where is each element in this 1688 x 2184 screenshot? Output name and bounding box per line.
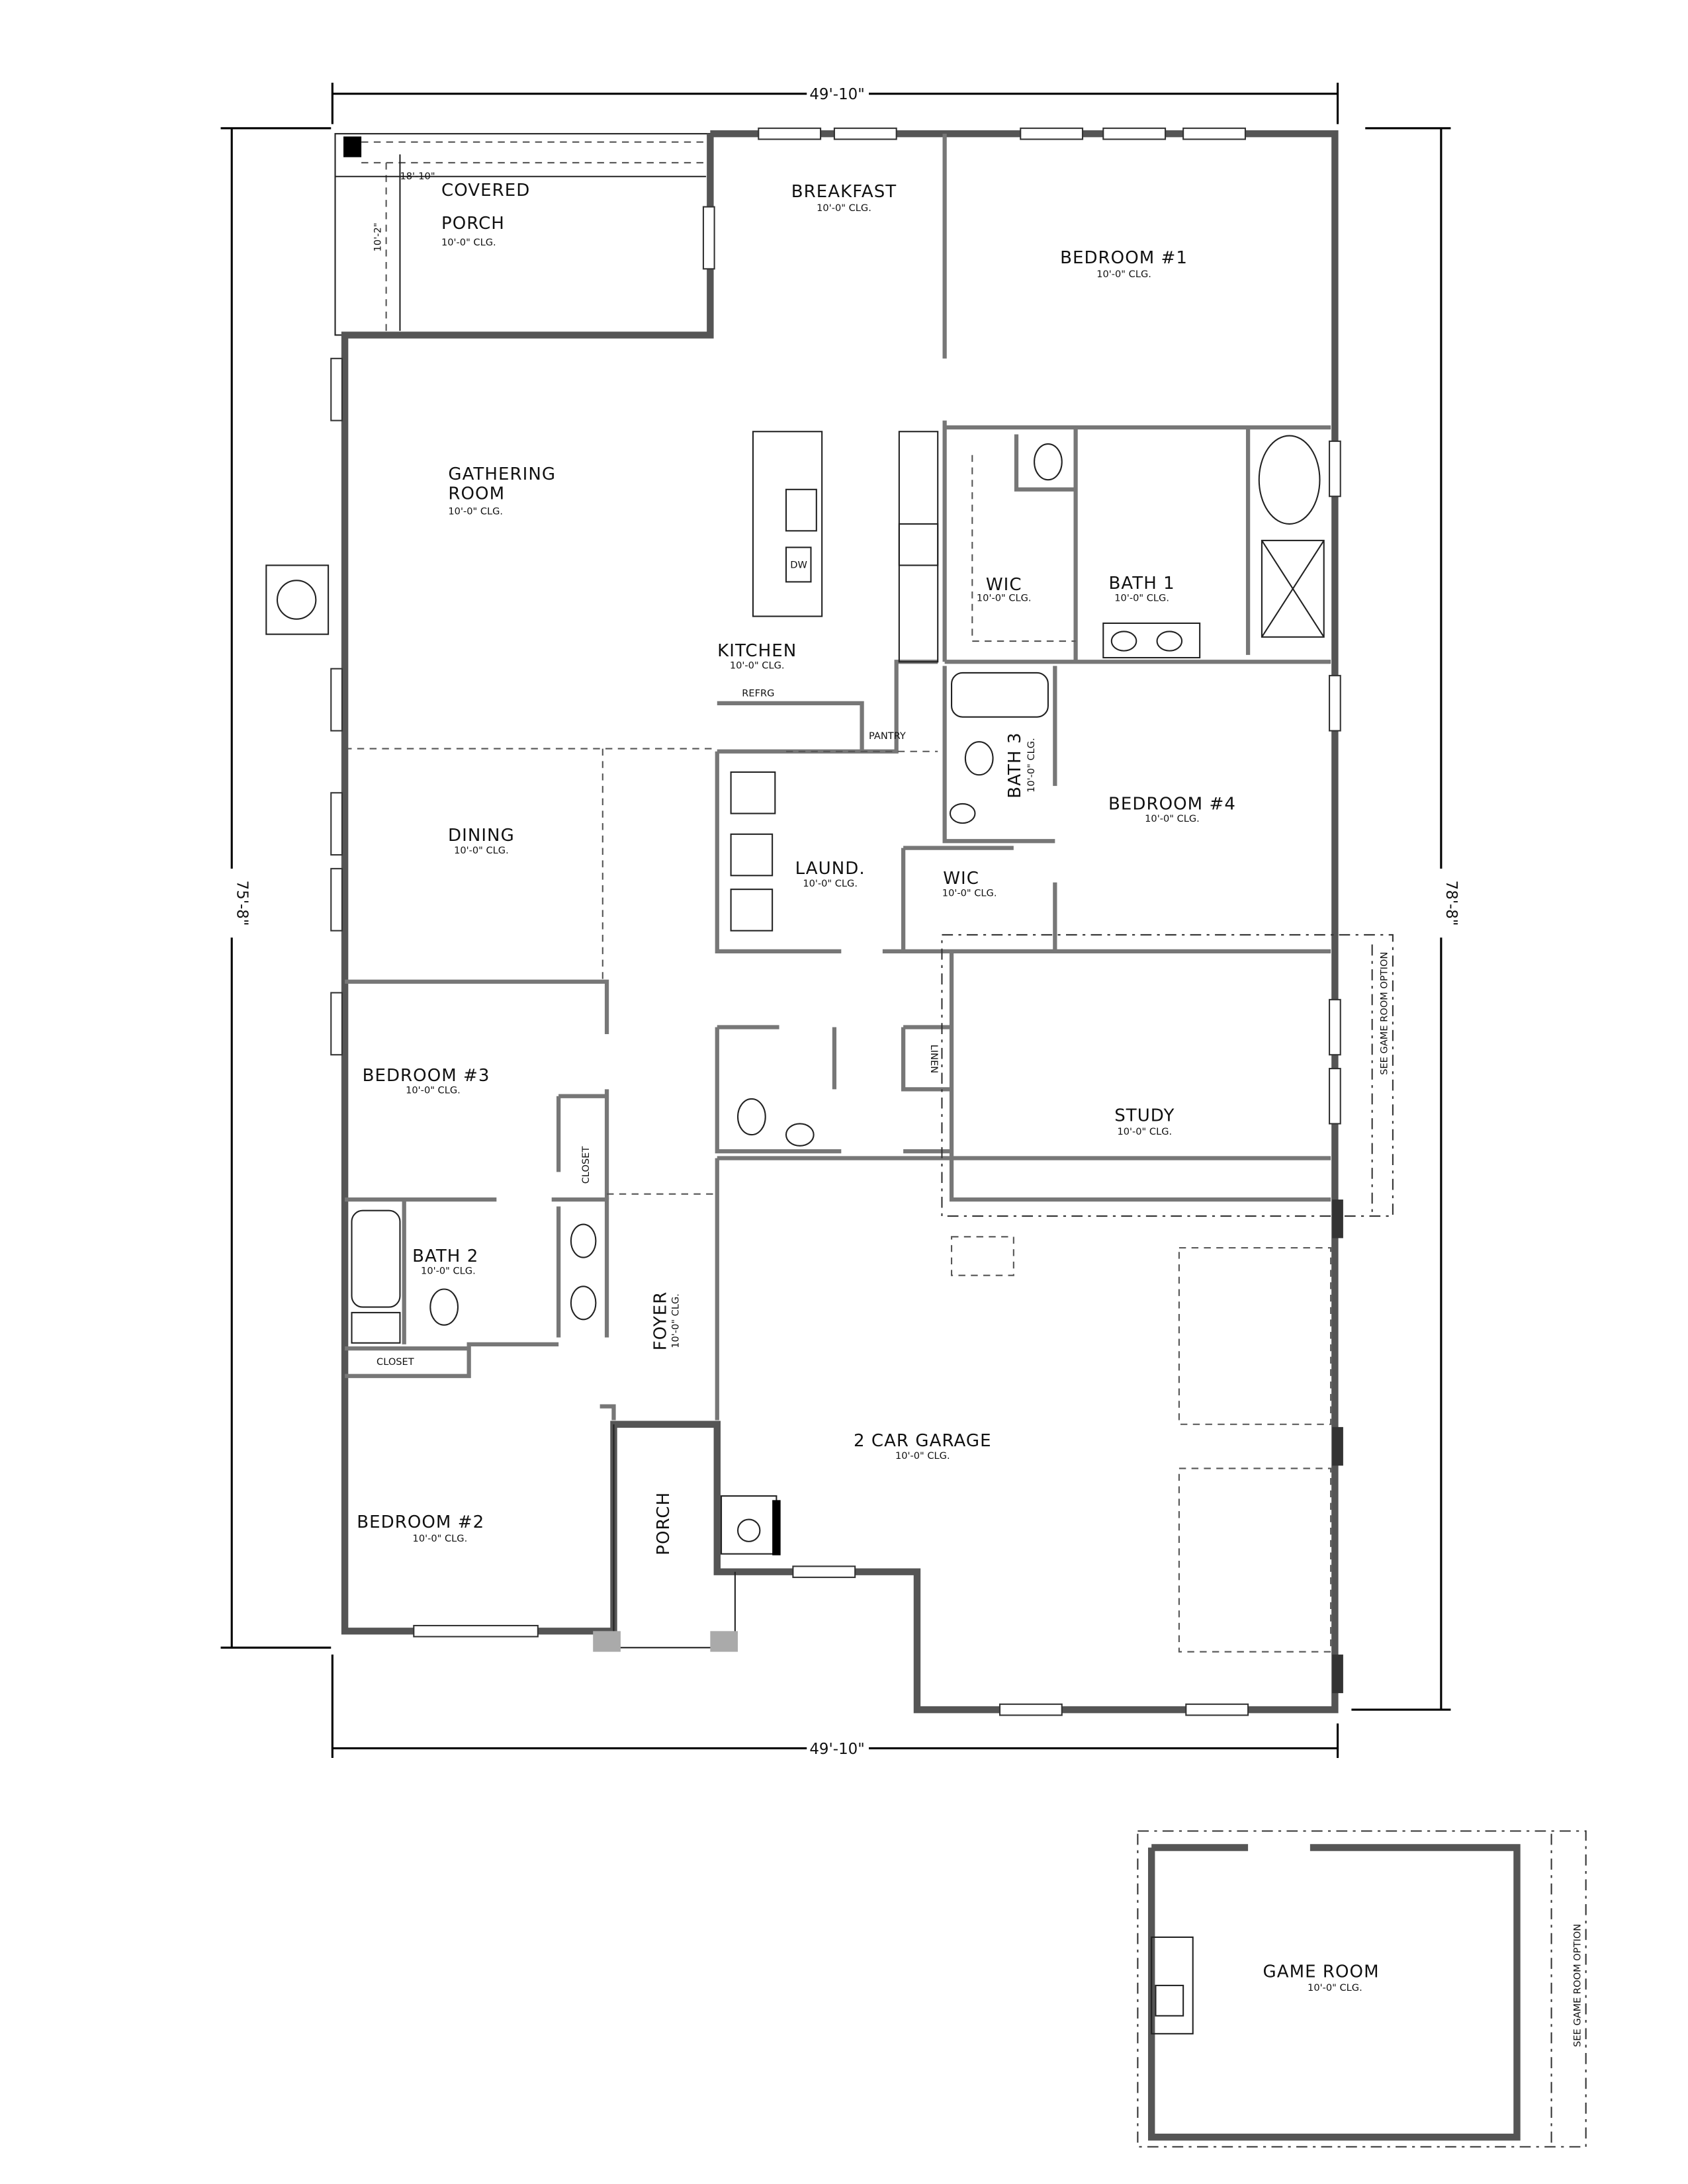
room-name: WIC [986,575,1022,595]
room-name: BATH 1 [1109,574,1175,593]
room-name: STUDY [1114,1106,1175,1125]
room-name: BEDROOM #3 [363,1066,490,1086]
room-name: BATH 2 [412,1246,478,1266]
room-name: ROOM [448,484,505,503]
game-room-option [1137,1830,1587,2148]
room-ceiling: 10'-0" CLG. [1026,738,1037,793]
closet-label: CLOSET [377,1356,414,1368]
room-ceiling: 10'-0" CLG. [454,845,509,856]
room-name: BREAKFAST [791,182,897,202]
room-ceiling: 10'-0" CLG. [1117,1126,1172,1137]
room-ceiling: 10'-0" CLG. [1145,813,1200,824]
room-ceiling: 10'-0" CLG. [421,1266,476,1277]
room-name: COVERED [441,181,530,200]
room-name: DINING [448,826,515,846]
dimension-left: 75'-8" [234,881,251,926]
fixtures [351,431,1343,1694]
interior-walls [345,134,1331,1420]
room-name: BEDROOM #2 [357,1512,484,1532]
room-ceiling: 10'-0" CLG. [448,505,503,517]
room-name: GATHERING [448,464,556,484]
room-name: PORCH [441,214,505,234]
game-room-option-note: SEE GAME ROOM OPTION [1572,1924,1583,2047]
room-ceiling: 10'-0" CLG. [413,1533,468,1544]
dishwasher-label: DW [790,560,807,571]
room-name: KITCHEN [717,641,797,661]
dashed-boundaries [345,455,1394,1653]
small-labels: PANTRY REFRG DW LINEN CLOSET CLOSET SEE … [377,560,1583,2047]
fireplace-icon [265,564,330,635]
room-labels: COVERED PORCH 10'-0" CLG. BREAKFAST 10'-… [357,181,1380,1993]
room-ceiling: 10'-0" CLG. [441,237,496,248]
room-name: FOYER [651,1291,671,1351]
linen-label: LINEN [928,1045,940,1073]
room-ceiling: 10'-0" CLG. [1308,1982,1362,1993]
room-ceiling: 10'-0" CLG. [803,878,858,889]
room-ceiling: 10'-0" CLG. [817,202,871,214]
room-ceiling: 10'-0" CLG. [1114,593,1169,604]
room-name: BATH 3 [1005,732,1025,798]
room-ceiling: 10'-0" CLG. [977,593,1032,604]
dimension-top: 49'-10" [809,86,864,103]
room-ceiling: 10'-0" CLG. [406,1085,461,1096]
porch-width-dimension: 18'-10" [400,171,435,182]
windows [330,127,1341,1716]
room-name: GAME ROOM [1263,1962,1380,1982]
room-ceiling: 10'-0" CLG. [670,1293,681,1348]
dimension-right: 78'-8" [1443,881,1460,926]
room-ceiling: 10'-0" CLG. [942,888,997,899]
room-name: WIC [943,869,979,889]
room-name: 2 CAR GARAGE [854,1431,992,1451]
exterior-walls [341,130,1339,1714]
porch-depth-dimension: 10'-2" [372,223,383,252]
pantry-label: PANTRY [869,730,906,742]
game-room-option-note: SEE GAME ROOM OPTION [1379,952,1390,1075]
room-name: BEDROOM #1 [1060,248,1188,268]
room-name: LAUND. [795,859,866,879]
covered-porch-outline [334,133,711,336]
closet-label: CLOSET [580,1147,592,1184]
room-name: PORCH [654,1492,674,1555]
room-ceiling: 10'-0" CLG. [895,1450,950,1462]
room-name: BEDROOM #4 [1108,794,1236,814]
refrigerator-label: REFRG [742,687,774,699]
dimension-bottom: 49'-10" [809,1741,864,1758]
room-ceiling: 10'-0" CLG. [1096,269,1151,280]
room-ceiling: 10'-0" CLG. [730,660,785,672]
